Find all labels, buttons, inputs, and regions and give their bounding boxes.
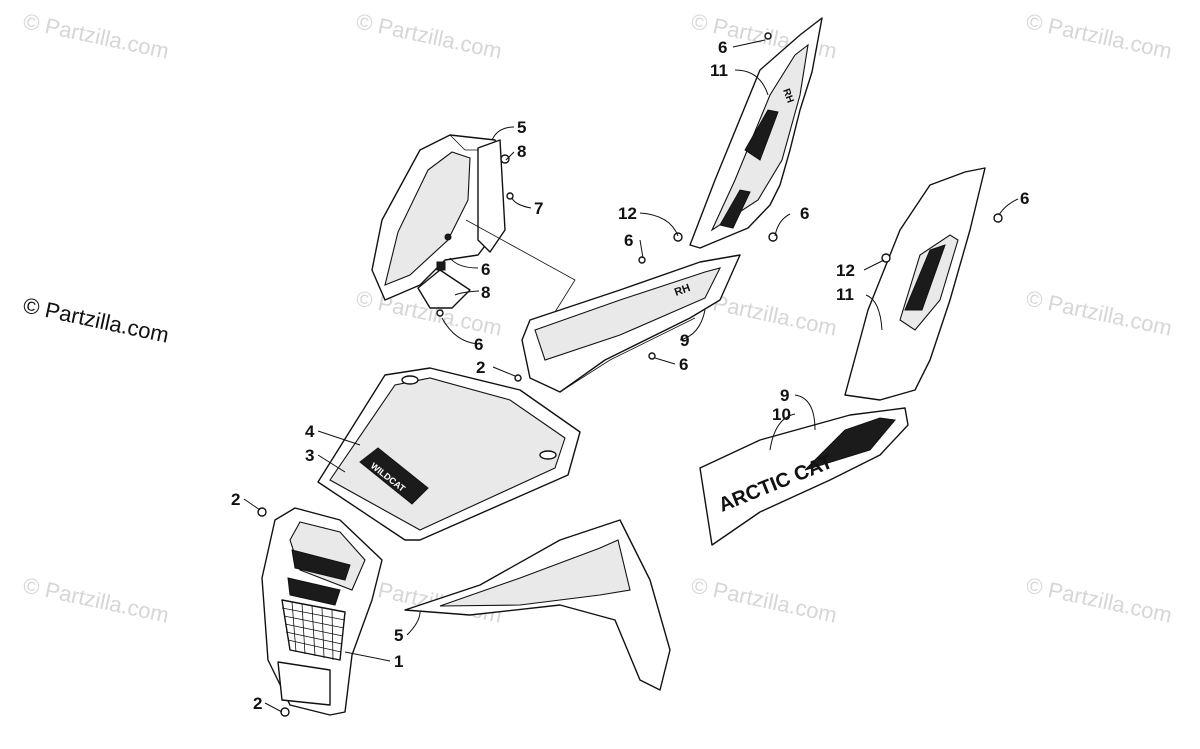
callout-4: 4 [305,422,315,441]
callout-10: 10 [772,405,791,424]
callout-2: 2 [231,490,240,509]
callout-6: 6 [1020,189,1029,208]
callout-6: 6 [800,204,809,223]
callout-labels: 6 11 5 8 7 12 6 6 6 6 8 12 11 6 9 2 6 9 … [231,38,1029,713]
callout-5: 5 [394,626,403,645]
rh-upper-side-panel: RH [689,17,823,249]
hood-part: WILDCAT [317,367,581,541]
rh-lower-side-panel: RH [521,254,741,393]
front-fender-part [404,519,671,691]
callout-6: 6 [624,231,633,250]
front-grille-part [261,507,383,716]
watermark: © Partzilla.com [1024,8,1174,63]
watermark: © Partzilla.com [1024,285,1174,340]
callout-6: 6 [718,38,727,57]
callout-12: 12 [836,261,855,280]
watermark: © Partzilla.com [21,572,171,627]
watermark: © Partzilla.com [1024,572,1174,627]
callout-3: 3 [305,446,314,465]
callout-11: 11 [710,61,728,80]
callout-5: 5 [517,118,526,137]
callout-9: 9 [780,386,789,405]
callout-9: 9 [680,331,689,350]
rh-mark: RH [780,87,795,104]
lh-upper-side-panel [844,167,986,401]
watermark: © Partzilla.com [21,8,171,63]
callout-6: 6 [474,335,483,354]
callout-8: 8 [481,283,490,302]
copyright-label: © Partzilla.com [21,292,171,347]
watermark: © Partzilla.com [689,572,839,627]
callout-2: 2 [476,358,485,377]
lh-lower-side-panel: ARCTIC CAT [699,407,909,546]
callout-7: 7 [534,199,543,218]
guide-line [465,219,576,313]
grille-mesh [281,599,346,661]
callout-11: 11 [836,285,854,304]
callout-6: 6 [679,355,688,374]
callout-12: 12 [618,204,637,223]
callout-2: 2 [253,694,262,713]
rh-mark: RH [673,282,692,299]
upper-bracket-part [371,134,506,309]
callout-1: 1 [394,652,403,671]
callout-8: 8 [517,142,526,161]
leader-lines [243,39,1019,713]
watermark: © Partzilla.com [354,8,504,63]
callout-6: 6 [481,260,490,279]
